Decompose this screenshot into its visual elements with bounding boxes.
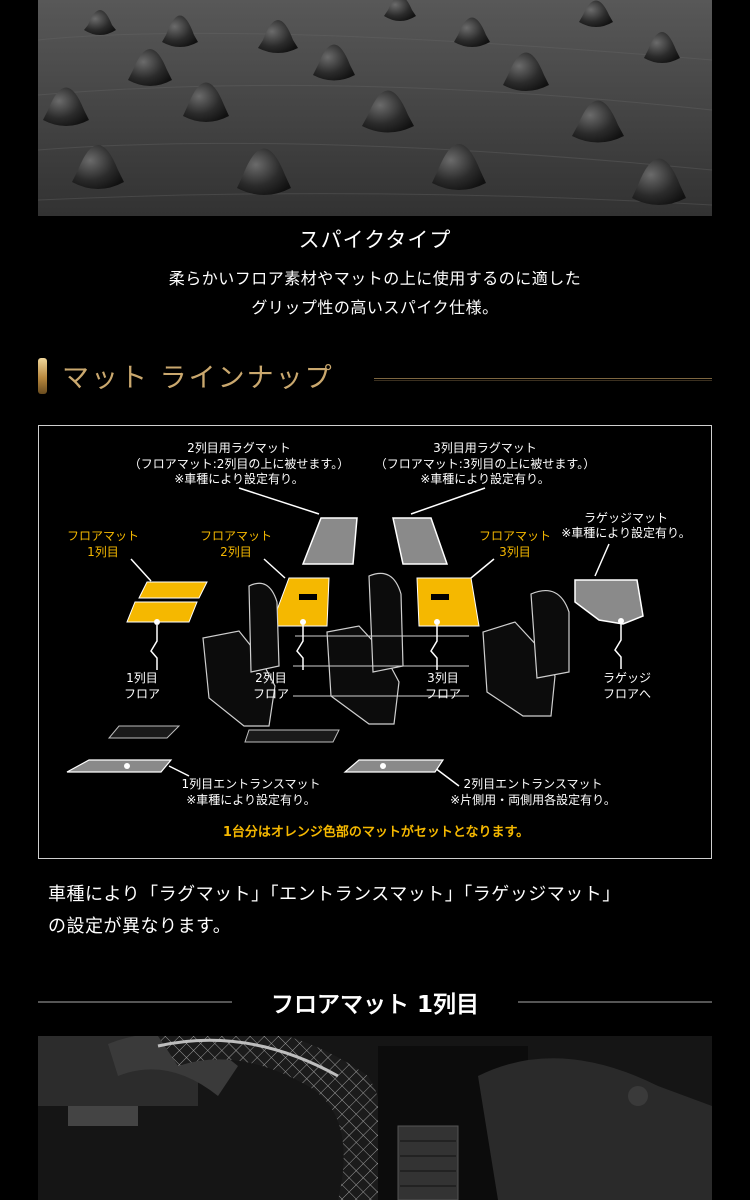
- interior-photo-art: [38, 1036, 712, 1200]
- luggage-label-1: ラゲッジマット: [584, 511, 668, 525]
- spike-photo-art: [38, 0, 712, 216]
- floor-mat-row1-shape-b: [126, 601, 198, 623]
- set-note: 1台分はオレンジ色部のマットがセットとなります。: [223, 824, 529, 840]
- luggage-floor-label-2: フロアへ: [603, 687, 651, 701]
- seat-row3-back: [530, 590, 570, 679]
- spike-type-title: スパイクタイプ: [298, 228, 452, 252]
- row3-floor-label-1: 3列目: [427, 671, 459, 685]
- floor-mat-row1-heading: フロアマット 1列目: [38, 983, 712, 1021]
- row2-floor-label-2: フロア: [253, 687, 289, 701]
- entrance-mat-row1-shape: [66, 759, 173, 773]
- rug-mat-row3-shape: [392, 517, 449, 565]
- floor3-label-2: 3列目: [499, 545, 531, 559]
- floor1-label-1: フロアマット: [67, 529, 139, 543]
- row1-floor-label-1: 1列目: [126, 671, 158, 685]
- luggage-mat-shape: [574, 579, 644, 625]
- luggage-floor-label-1: ラゲッジ: [603, 671, 651, 685]
- row3-floor-label-2: フロア: [425, 687, 461, 701]
- row1-floor-label-2: フロア: [124, 687, 160, 701]
- mat-lineup-diagram: 2列目用ラグマット （フロアマット:2列目の上に被せます。） ※車種により設定有…: [38, 425, 712, 859]
- rug2-label-3: ※車種により設定有り。: [174, 471, 304, 486]
- entrance1-label-1: 1列目エントランスマット: [181, 777, 320, 791]
- entrance-mat-row2-shape: [343, 759, 445, 773]
- heading-left-rule: [38, 1001, 232, 1003]
- lineup-section-heading: マット ラインナップ: [38, 356, 712, 396]
- floor-mat-row3-shape: [416, 577, 480, 627]
- floor2-label-1: フロアマット: [200, 529, 272, 543]
- entrance1-label-2: ※車種により設定有り。: [186, 792, 316, 807]
- heading-accent-bar: [38, 358, 47, 394]
- entrance2-label-1: 2列目エントランスマット: [463, 777, 602, 791]
- lineup-section-title: マット ラインナップ: [62, 363, 334, 394]
- interior-photo: [38, 1036, 712, 1200]
- floor-mat-row2-shape: [270, 577, 330, 627]
- spike-description-line-2: グリップ性の高いスパイク仕様。: [251, 298, 499, 317]
- seat-row1-back: [248, 582, 280, 673]
- spike-description-line-1: 柔らかいフロア素材やマットの上に使用するのに適した: [168, 269, 582, 288]
- rug-mat-row2-shape: [301, 517, 358, 565]
- floor1-label-2: 1列目: [87, 545, 119, 559]
- spike-photo: [38, 0, 712, 216]
- rug2-label-2: （フロアマット:2列目の上に被せます。）: [129, 457, 349, 471]
- entrance2-label-2: ※片側用・両側用各設定有り。: [450, 792, 616, 807]
- rug3-label-1: 3列目用ラグマット: [433, 441, 537, 455]
- seat-row2-back: [368, 572, 404, 673]
- heading-divider: [374, 378, 712, 379]
- floor-mat-row1-title: フロアマット 1列目: [270, 992, 479, 1018]
- row2-floor-label-1: 2列目: [255, 671, 287, 685]
- rug3-label-2: （フロアマット:3列目の上に被せます。）: [375, 457, 595, 471]
- floor2-label-2: 2列目: [220, 545, 252, 559]
- seat-row3-left: [482, 621, 556, 717]
- note-line-2: の設定が異なります。: [48, 916, 232, 937]
- mat-lineup-svg: 2列目用ラグマット （フロアマット:2列目の上に被せます。） ※車種により設定有…: [66, 441, 691, 840]
- floor3-label-1: フロアマット: [479, 529, 551, 543]
- luggage-label-2: ※車種により設定有り。: [561, 525, 691, 540]
- rug3-label-3: ※車種により設定有り。: [420, 471, 550, 486]
- note-line-1: 車種により「ラグマット」「エントランスマット」「ラゲッジマット」: [48, 884, 621, 905]
- heading-right-rule: [518, 1001, 712, 1003]
- floor-mat-row1-shape-a: [138, 581, 208, 599]
- rug2-label-1: 2列目用ラグマット: [187, 441, 291, 455]
